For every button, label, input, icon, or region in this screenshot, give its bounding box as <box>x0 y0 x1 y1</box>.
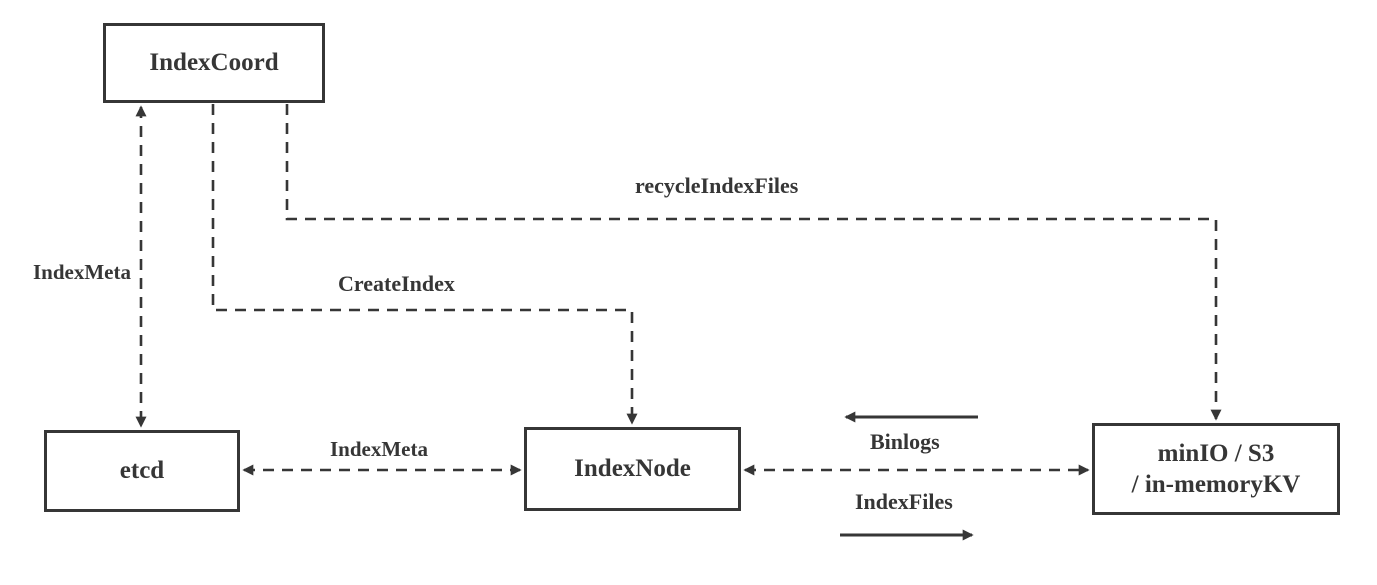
edge-label-recycleindexfiles: recycleIndexFiles <box>635 173 799 198</box>
edge-recycleindexfiles <box>285 104 1222 421</box>
node-indexcoord: IndexCoord <box>103 23 325 103</box>
edge-label-indexmeta-vertical: IndexMeta <box>33 260 131 284</box>
node-etcd-label: etcd <box>119 457 165 485</box>
node-indexnode-label: IndexNode <box>574 455 691 483</box>
edge-label-indexmeta-horizontal: IndexMeta <box>330 437 428 461</box>
node-indexnode: IndexNode <box>524 427 741 511</box>
node-indexcoord-label: IndexCoord <box>149 49 279 77</box>
edge-label-binlogs: Binlogs <box>870 429 940 454</box>
node-etcd: etcd <box>44 430 240 512</box>
edge-createindex <box>211 104 638 425</box>
edge-label-createindex: CreateIndex <box>338 271 455 296</box>
node-storage-label-line2: / in-memoryKV <box>1131 471 1301 498</box>
node-storage-label-line1: minIO / S3 <box>1157 439 1275 467</box>
edge-label-indexfiles: IndexFiles <box>855 489 953 514</box>
node-storage: minIO / S3 / in-memoryKV <box>1092 423 1340 515</box>
